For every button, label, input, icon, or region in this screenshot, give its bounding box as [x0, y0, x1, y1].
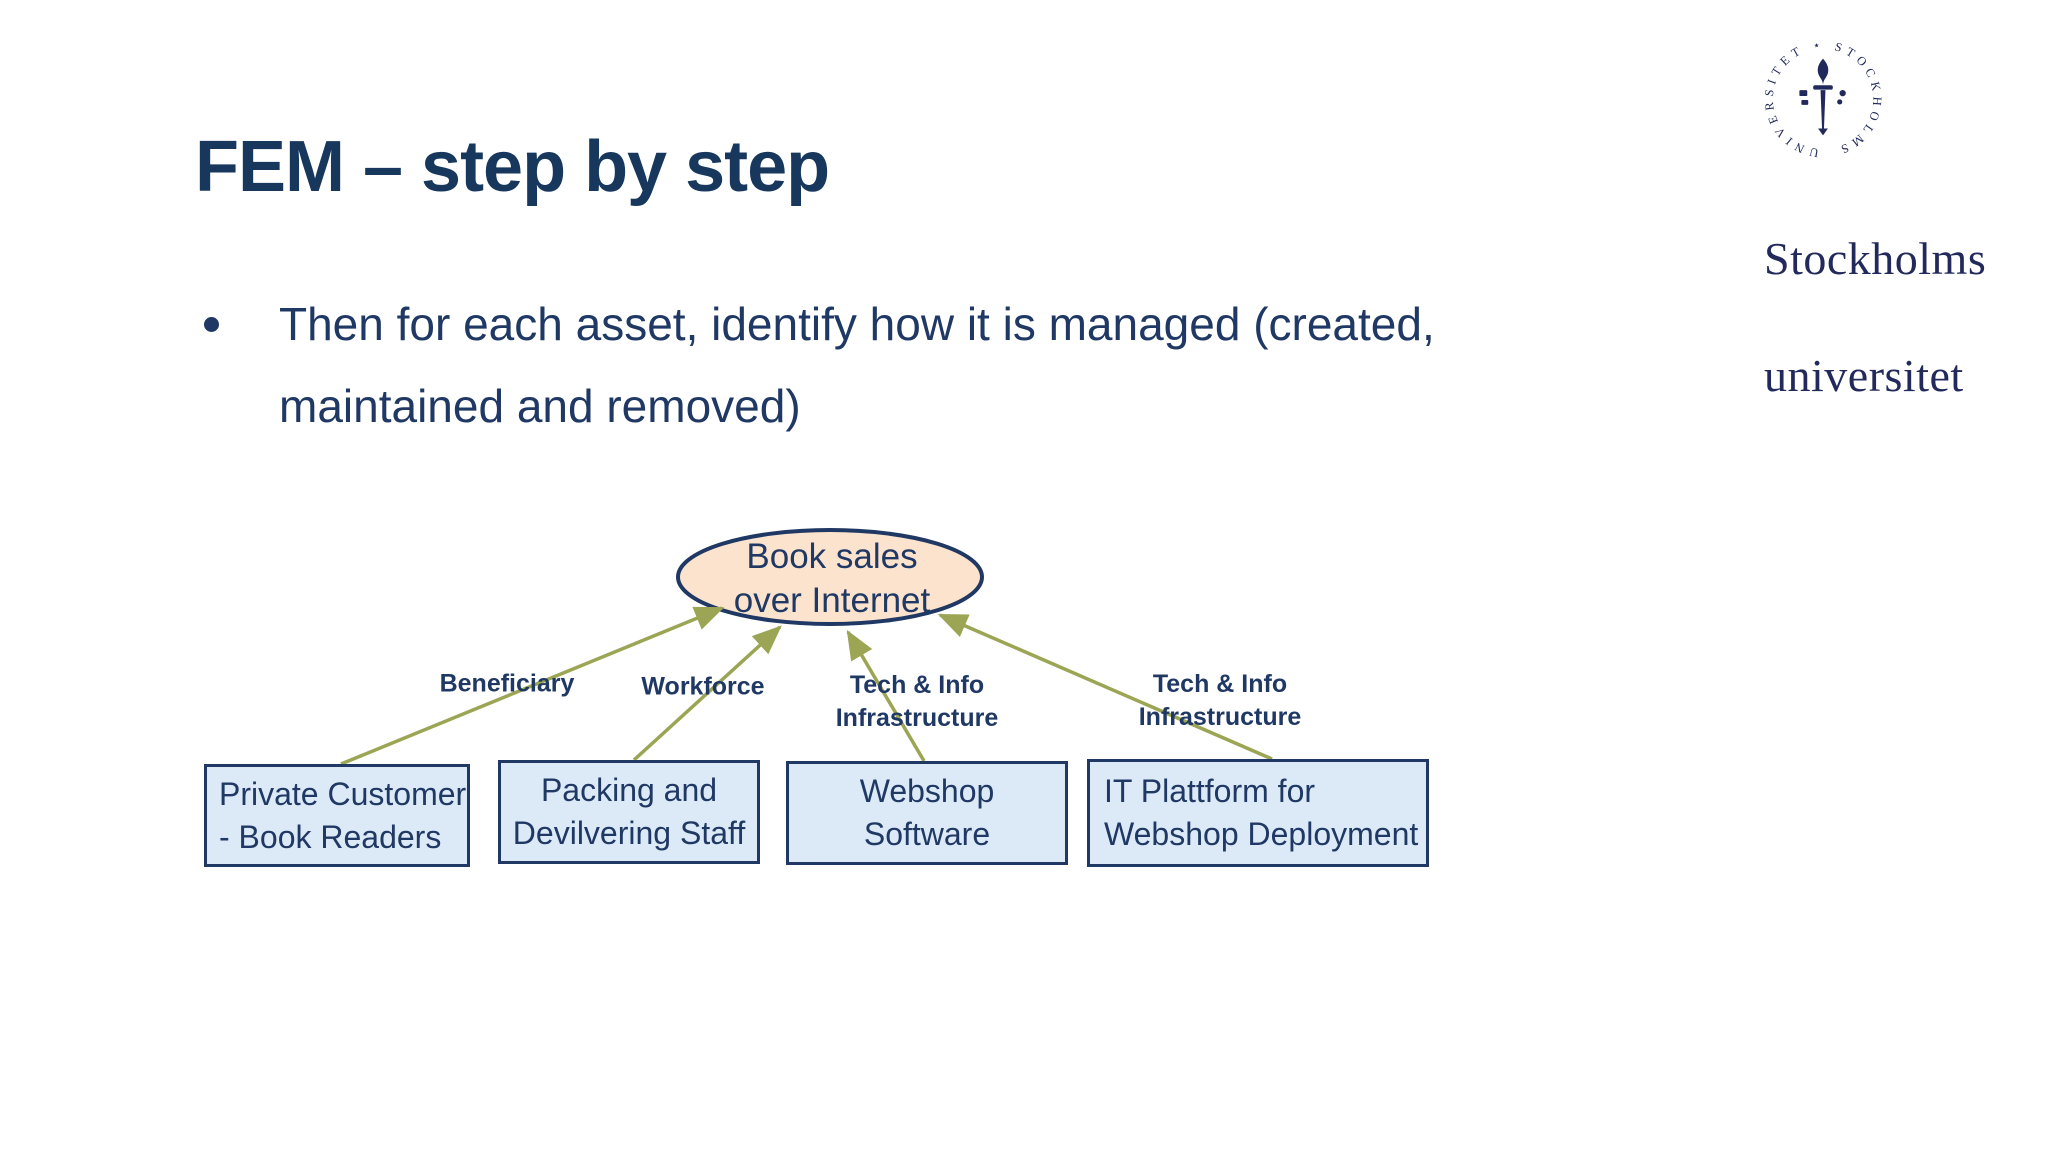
asset-box-it-platform: IT Plattform for Webshop Deployment: [1087, 759, 1429, 867]
arrow-workforce: [632, 625, 782, 762]
edge-label-tech-info-1: Tech & Info Infrastructure: [835, 671, 999, 732]
torch-icon: [1799, 58, 1846, 136]
asset-box-packing-staff: Packing and Devilvering Staff: [498, 760, 760, 864]
edge-label-beneficiary: Beneficiary: [439, 669, 575, 698]
asset-box-text: Packing and Devilvering Staff: [512, 772, 746, 851]
asset-box-text: Webshop Software: [859, 773, 995, 852]
asset-box-text: IT Plattform for Webshop Deployment: [1104, 773, 1419, 852]
central-node-ellipse: [676, 528, 984, 626]
arrow-tech-info-2: [937, 613, 1273, 761]
bullet-marker: [204, 317, 219, 332]
edge-label-tech-info-2: Tech & Info Infrastructure: [1138, 670, 1302, 731]
university-seal-icon: UNIVERSITET ⋆ STOCKHOLMS: [1764, 40, 1882, 158]
asset-box-webshop-software: Webshop Software: [786, 761, 1068, 865]
university-wordmark: Stockholms universitet: [1764, 161, 2004, 473]
stockholm-university-logo: UNIVERSITET ⋆ STOCKHOLMS Stockholms univ…: [1764, 40, 2004, 473]
arrow-tech-info-1: [846, 629, 926, 762]
bullet-text: Then for each asset, identify how it is …: [279, 298, 1435, 432]
arrow-beneficiary: [340, 606, 725, 766]
slide-title: FEM – step by step: [195, 127, 830, 207]
edge-label-workforce: Workforce: [641, 672, 765, 701]
central-node-label: Book sales over Internet: [733, 537, 931, 620]
wordmark-line2: universitet: [1764, 350, 1964, 401]
asset-box-private-customer: Private Customer - Book Readers: [204, 764, 470, 867]
asset-box-text: Private Customer - Book Readers: [219, 775, 467, 855]
wordmark-line1: Stockholms: [1764, 233, 1987, 284]
